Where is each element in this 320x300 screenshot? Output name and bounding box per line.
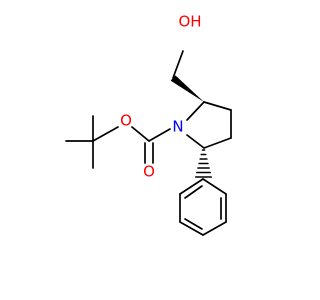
atom-label-hydroxyl: OH: [178, 13, 201, 31]
bond-phenyl-inner-c: [184, 185, 203, 199]
atom-label-ring-nitrogen: N: [172, 118, 183, 136]
bond-phenyl-inner-b: [184, 218, 203, 230]
bond-phenyl-3-4: [202, 221, 227, 236]
bond-phenyl-1-2: [202, 178, 227, 195]
bond-c5-to-nitrogen: [186, 134, 205, 149]
atom-label-ester-oxygen: O: [120, 112, 132, 130]
bond-c2-to-c3: [203, 101, 232, 111]
bond-phenyl-6-1: [179, 178, 204, 195]
bond-ester-oxygen-to-carbonyl-carbon: [131, 126, 150, 142]
bond-carbonyl-carbon-to-nitrogen: [148, 128, 171, 142]
bond-ch2-to-hydroxyl: [172, 50, 184, 79]
bond-c4-to-c5: [203, 137, 232, 149]
atom-label-carbonyl-oxygen: O: [143, 163, 155, 181]
bond-nitrogen-to-c2: [186, 101, 205, 121]
wedge-bond-hydroxymethyl: [170, 75, 204, 102]
bond-phenyl-4-5: [179, 221, 204, 236]
hashed-wedge-bond-phenyl: [194, 149, 213, 178]
bond-tbu-to-ester-oxygen: [92, 126, 119, 142]
molecule-diagram: OH O O N: [65, 13, 232, 236]
